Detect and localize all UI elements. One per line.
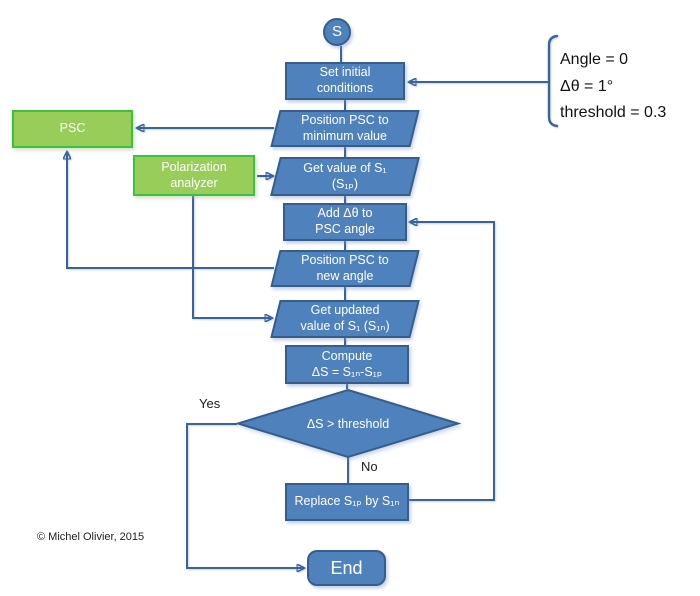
- psc-label: PSC: [59, 121, 86, 136]
- connector-analyzer-to-getupdated: [192, 195, 272, 318]
- annotation-line: Angle = 0: [560, 51, 629, 68]
- connector-decision-yes-to-end: [186, 423, 304, 568]
- step-label-line: Compute: [321, 348, 373, 363]
- device-label-line: Polarization: [161, 159, 227, 174]
- step-label-line: PSC angle: [315, 222, 375, 236]
- get-updated-value-io: Get updated value of S₁ (S₁ₙ): [270, 300, 420, 338]
- end-label: End: [330, 557, 363, 578]
- step-label-line: (S₁ₚ): [331, 176, 359, 191]
- add-dtheta-step: Add Δθ to PSC angle: [283, 203, 407, 241]
- step-label-line: Get value of S₁: [303, 160, 387, 175]
- step-label-line: conditions: [316, 81, 374, 95]
- connector-posnew-to-psc: [67, 152, 274, 269]
- step-label-line: Position PSC to: [301, 252, 389, 267]
- annotation-line: threshold = 0.3: [560, 104, 667, 121]
- no-branch-label: No: [361, 459, 378, 474]
- threshold-decision-diamond: [234, 388, 462, 459]
- psc-device-box: PSC: [12, 110, 133, 148]
- copyright-text: © Michel Olivier, 2015: [37, 531, 145, 543]
- initial-values-annotation: Angle = 0 Δθ = 1° threshold = 0.3: [560, 47, 666, 127]
- step-label-line: Set initial: [319, 65, 371, 80]
- position-psc-new-angle-io: Position PSC to new angle: [270, 250, 420, 287]
- threshold-decision-label: ΔS > threshold: [306, 416, 390, 431]
- step-label-line: value of S₁ (S₁ₙ): [300, 319, 390, 333]
- step-label-line: Replace S₁ₚ by S₁ₙ: [294, 494, 400, 509]
- compute-delta-s-step: Compute ΔS = S₁ₙ-S₁ₚ: [285, 345, 409, 384]
- polarization-analyzer-box: Polarization analyzer: [133, 155, 255, 196]
- annotation-line: Δθ = 1°: [560, 77, 614, 95]
- step-label-line: minimum value: [302, 128, 388, 143]
- start-terminator: S: [323, 18, 351, 46]
- annotation-bracket: [547, 34, 559, 128]
- yes-branch-label: Yes: [199, 396, 221, 411]
- connector-replace-to-adddtheta: [409, 222, 495, 501]
- replace-s1p-step: Replace S₁ₚ by S₁ₙ: [285, 483, 409, 521]
- step-label-line: Position PSC to: [301, 112, 389, 127]
- device-label-line: analyzer: [170, 175, 218, 190]
- get-value-s1-io: Get value of S₁ (S₁ₚ): [270, 157, 420, 196]
- end-terminator: End: [307, 550, 386, 586]
- step-label-line: new angle: [316, 268, 374, 283]
- step-label-line: ΔS = S₁ₙ-S₁ₚ: [311, 364, 383, 379]
- step-label-line: Get updated: [310, 303, 380, 318]
- position-psc-minimum-io: Position PSC to minimum value: [270, 110, 420, 147]
- set-initial-conditions-step: Set initial conditions: [285, 62, 405, 100]
- start-label: S: [331, 22, 342, 40]
- step-label-line: Add Δθ to: [317, 206, 373, 221]
